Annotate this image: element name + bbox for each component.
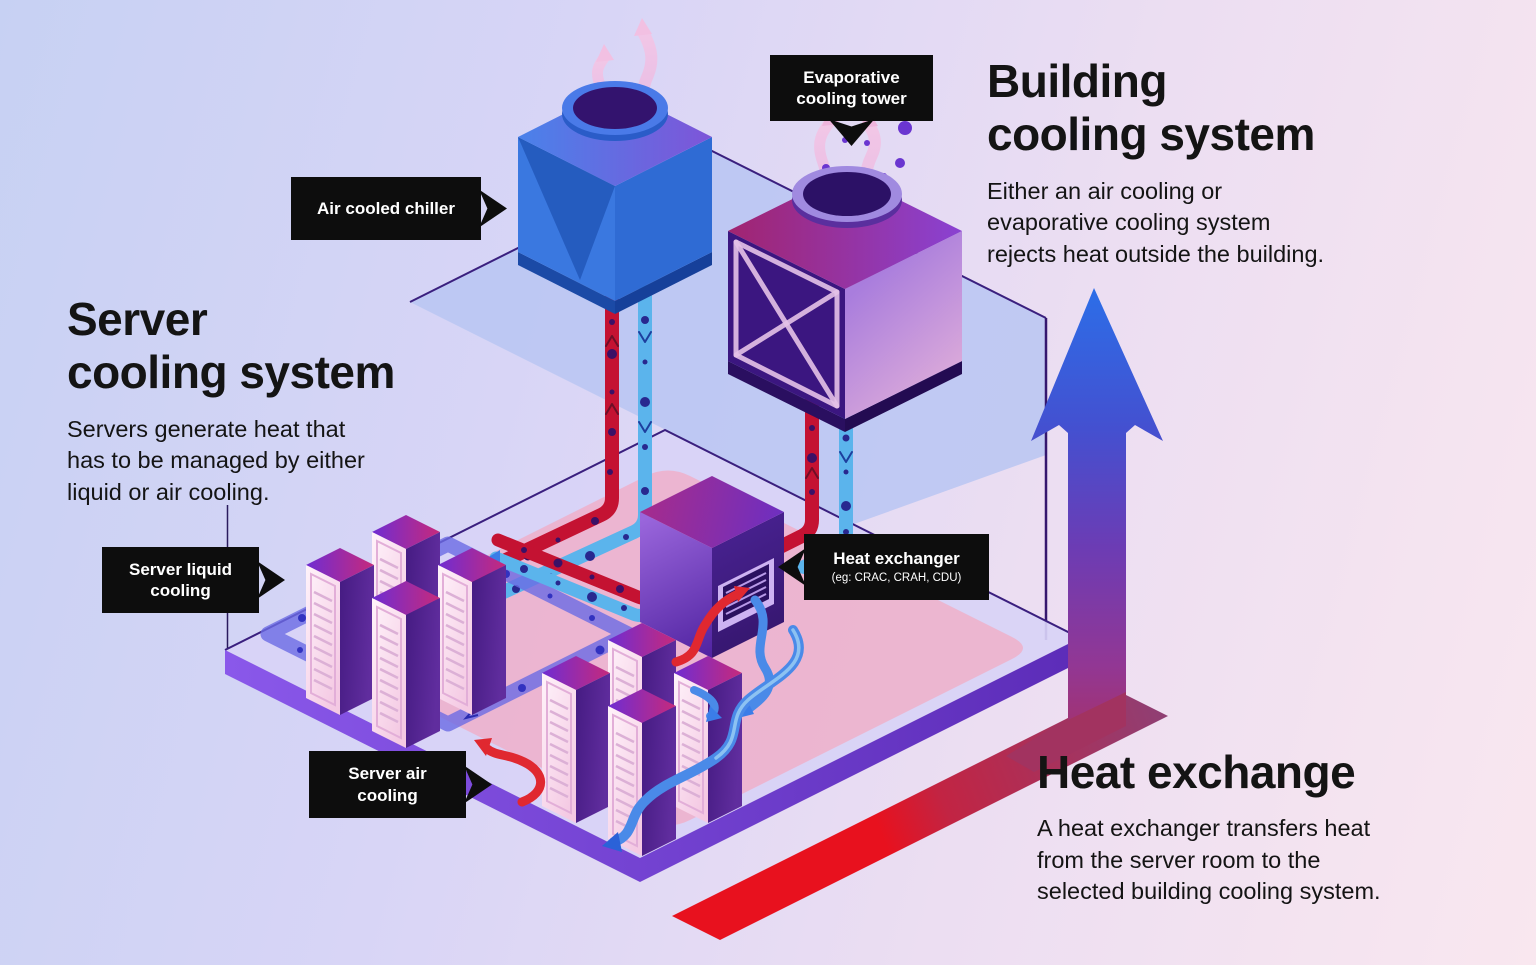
- callout-label: Server air cooling: [348, 764, 427, 805]
- callout-sublabel: (eg: CRAC, CRAH, CDU): [831, 572, 962, 585]
- callout-evaporative-cooling-tower: Evaporative cooling tower: [770, 55, 933, 121]
- evaporative-cooling-tower: [728, 66, 962, 432]
- section-body: Servers generate heat that has to be man…: [67, 415, 365, 505]
- air-cooled-chiller: [518, 18, 712, 314]
- callout-label: Server liquid cooling: [129, 559, 232, 600]
- section-body: A heat exchanger transfers heat from the…: [1037, 815, 1381, 905]
- hot-water-pipe: [463, 285, 619, 584]
- section-building-cooling: Building cooling system Either an air co…: [987, 55, 1457, 270]
- callout-heat-exchanger: Heat exchanger (eg: CRAC, CRAH, CDU): [804, 534, 989, 600]
- section-heading: Server cooling system: [67, 293, 395, 399]
- section-body: Either an air cooling or evaporative coo…: [987, 177, 1325, 267]
- callout-air-cooled-chiller: Air cooled chiller: [291, 177, 481, 240]
- section-server-cooling: Server cooling system Servers generate h…: [67, 293, 497, 508]
- callout-label: Heat exchanger: [833, 549, 960, 569]
- heat-exchanger: [640, 476, 784, 658]
- hot-air-flow: [671, 589, 743, 667]
- section-heading: Building cooling system: [987, 55, 1315, 161]
- section-heading: Heat exchange: [1037, 746, 1356, 798]
- callout-label: Air cooled chiller: [317, 198, 455, 218]
- cold-air-flow: [742, 595, 774, 715]
- heat-rejection-arrow: [1006, 288, 1163, 772]
- air-flow-ribbons: [474, 586, 804, 852]
- section-heat-exchange: Heat exchange A heat exchanger transfers…: [1037, 746, 1507, 908]
- heat-exchanger-grille: [718, 558, 774, 632]
- callout-label: Evaporative cooling tower: [796, 67, 907, 108]
- callout-server-liquid-cooling: Server liquid cooling: [102, 547, 259, 613]
- callout-server-air-cooling: Server air cooling: [309, 751, 466, 818]
- hot-water-pipe: [759, 393, 819, 561]
- hot-air-flow: [481, 743, 545, 807]
